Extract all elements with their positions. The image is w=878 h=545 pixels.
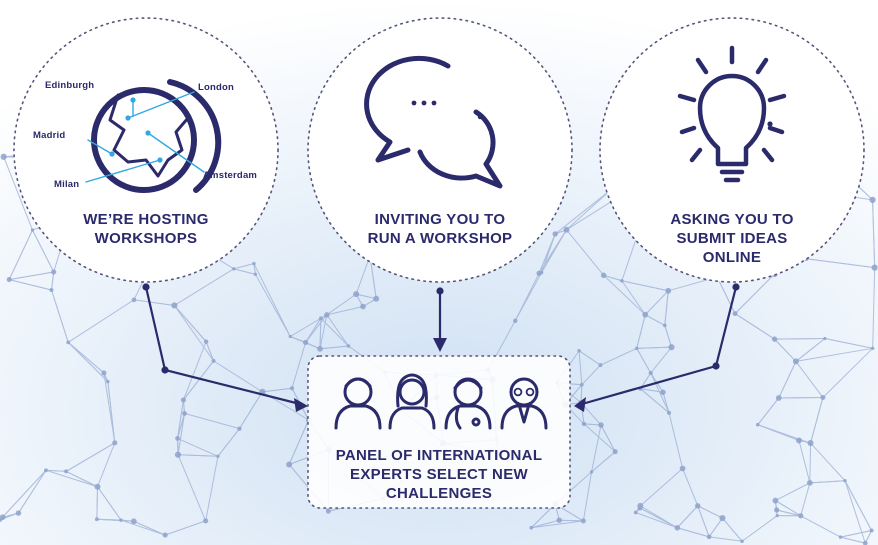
circle-submit-ideas	[599, 17, 865, 283]
city-dot-madrid	[109, 151, 115, 157]
lightbulb-icon	[677, 45, 787, 183]
city-dot-milan	[157, 157, 163, 163]
arrow-head-left	[294, 398, 308, 412]
label-workshops-line1: We’re hosting	[83, 211, 209, 228]
arrow-head-center	[433, 338, 447, 352]
panel-label-line2: experts select new	[350, 466, 528, 483]
label-workshops-line2: workshops	[94, 230, 198, 247]
label-run-workshop: Inviting you to run a workshop	[340, 210, 540, 248]
city-label-madrid: Madrid	[33, 130, 66, 141]
arrow-head-right	[574, 397, 586, 412]
panel-box	[307, 355, 571, 509]
city-label-london: London	[198, 82, 235, 93]
woman-icon	[388, 373, 436, 430]
city-label-edinburgh: Edinburgh	[45, 80, 95, 91]
panel-label-line1: Panel of international	[335, 447, 543, 464]
city-dot-edinburgh	[130, 97, 136, 103]
city-dot-amsterdam	[145, 130, 151, 136]
globe-icon	[85, 79, 222, 193]
city-dot-london	[125, 115, 131, 121]
label-run-workshop-line1: Inviting you to	[374, 211, 506, 228]
panel-label-line3: challenges	[385, 485, 493, 502]
panel-label: Panel of international experts select ne…	[308, 446, 570, 503]
label-submit-ideas-line1: Asking you to	[670, 211, 794, 228]
speech-bubbles-icon	[364, 55, 503, 189]
circle-workshops	[13, 17, 279, 283]
label-workshops: We’re hosting workshops	[46, 210, 246, 248]
scientist-icon	[500, 377, 548, 430]
person-icon	[334, 377, 382, 430]
doctor-icon	[444, 377, 492, 430]
label-submit-ideas-line3: online	[702, 249, 762, 266]
label-submit-ideas-line2: submit ideas	[676, 230, 788, 247]
label-submit-ideas: Asking you to submit ideas online	[632, 210, 832, 267]
label-run-workshop-line2: run a workshop	[367, 230, 513, 247]
city-label-milan: Milan	[54, 179, 80, 190]
city-label-amsterdam: Amsterdam	[203, 170, 258, 181]
